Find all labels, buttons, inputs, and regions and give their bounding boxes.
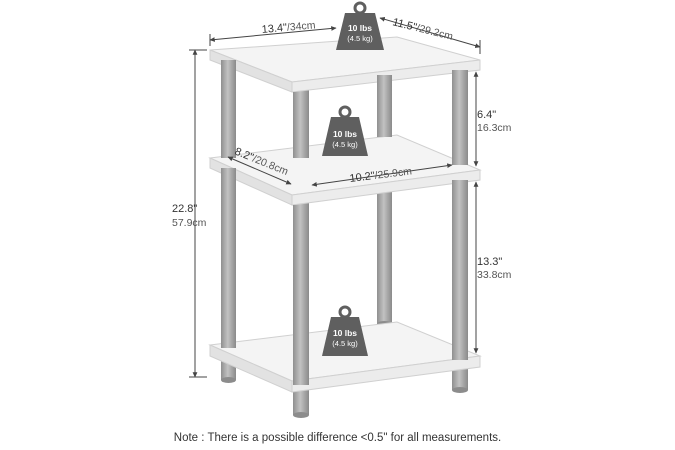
lower-gap-cm-label: 33.8cm — [477, 269, 512, 281]
measurement-note: Note : There is a possible difference <0… — [173, 432, 502, 444]
lower-gap-in-label: 13.3" — [477, 256, 502, 268]
weight-lbs-middle: 10 lbs — [333, 129, 357, 139]
upper-gap-in-label: 6.4" — [477, 109, 496, 121]
weight-kg-middle: (4.5 kg) — [332, 140, 358, 149]
total-height-cm-label: 57.9cm — [172, 217, 207, 229]
weight-lbs-bottom: 10 lbs — [333, 328, 357, 338]
dimension-lines — [189, 17, 481, 378]
weight-icon-top: 10 lbs (4.5 kg) — [336, 1, 384, 50]
weight-kg-top: (4.5 kg) — [347, 34, 373, 43]
weight-icon-bottom: 10 lbs (4.5 kg) — [322, 305, 368, 356]
dimension-labels: 13.4"/34cm 11.5"/29.2cm 22.8" 57.9cm 6.4… — [172, 16, 512, 281]
weight-kg-bottom: (4.5 kg) — [332, 339, 358, 348]
inner-width-label: 10.2"/25.9cm — [349, 165, 413, 185]
weight-icon-middle: 10 lbs (4.5 kg) — [322, 105, 368, 156]
top-width-label: 13.4"/34cm — [261, 19, 316, 36]
weight-lbs-top: 10 lbs — [348, 23, 372, 33]
total-height-in-label: 22.8" — [172, 203, 197, 215]
upper-gap-cm-label: 16.3cm — [477, 122, 512, 134]
